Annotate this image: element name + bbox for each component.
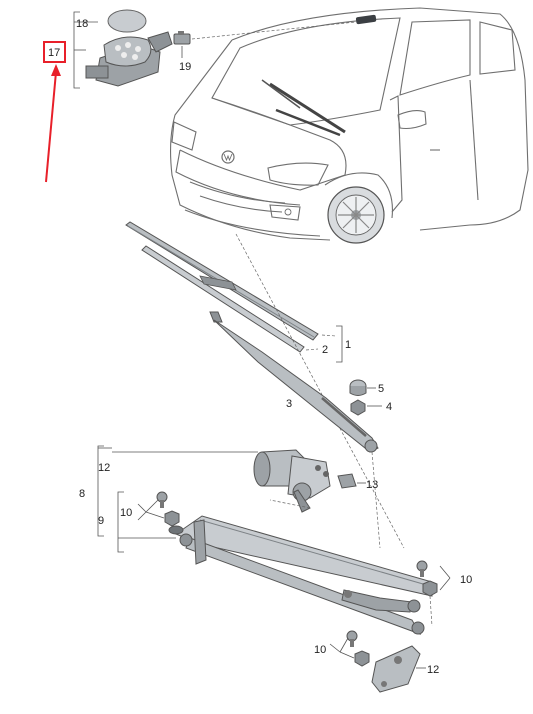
rain-light-sensor-group — [73, 9, 357, 89]
connector-clip-icon — [173, 31, 191, 45]
callout-10-right: 10 — [460, 574, 472, 586]
left-mount-fasteners — [137, 491, 184, 535]
callout-2: 2 — [322, 344, 328, 356]
callout-4: 4 — [386, 401, 392, 413]
lower-bracket-part — [329, 630, 426, 693]
callout-5: 5 — [378, 383, 384, 395]
callout-12-motor: 12 — [98, 462, 110, 474]
callout-3: 3 — [286, 398, 292, 410]
callout-19: 19 — [179, 61, 191, 73]
right-mount-fasteners — [416, 560, 451, 597]
callout-8: 8 — [79, 488, 85, 500]
wiper-linkage-icon — [174, 515, 433, 635]
callout-18: 18 — [76, 18, 88, 30]
callout-13: 13 — [366, 479, 378, 491]
callout-10-bottom: 10 — [314, 644, 326, 656]
highlight-callout-17 — [43, 41, 66, 183]
callout-10-left: 10 — [120, 507, 132, 519]
callout-9: 9 — [98, 515, 104, 527]
wiper-arm-part — [209, 311, 379, 453]
gel-pad-part — [107, 9, 147, 33]
callout-17: 17 — [48, 47, 60, 59]
callout-1: 1 — [345, 339, 351, 351]
wiper-blade-assembly — [125, 221, 405, 549]
vehicle-front-view — [169, 7, 529, 244]
nut-cap-parts — [349, 379, 382, 416]
motor-connector-part — [337, 473, 366, 489]
callout-12-bracket: 12 — [427, 664, 439, 676]
rain-light-sensor-icon — [85, 31, 173, 87]
wiper-motor-icon — [253, 449, 331, 513]
